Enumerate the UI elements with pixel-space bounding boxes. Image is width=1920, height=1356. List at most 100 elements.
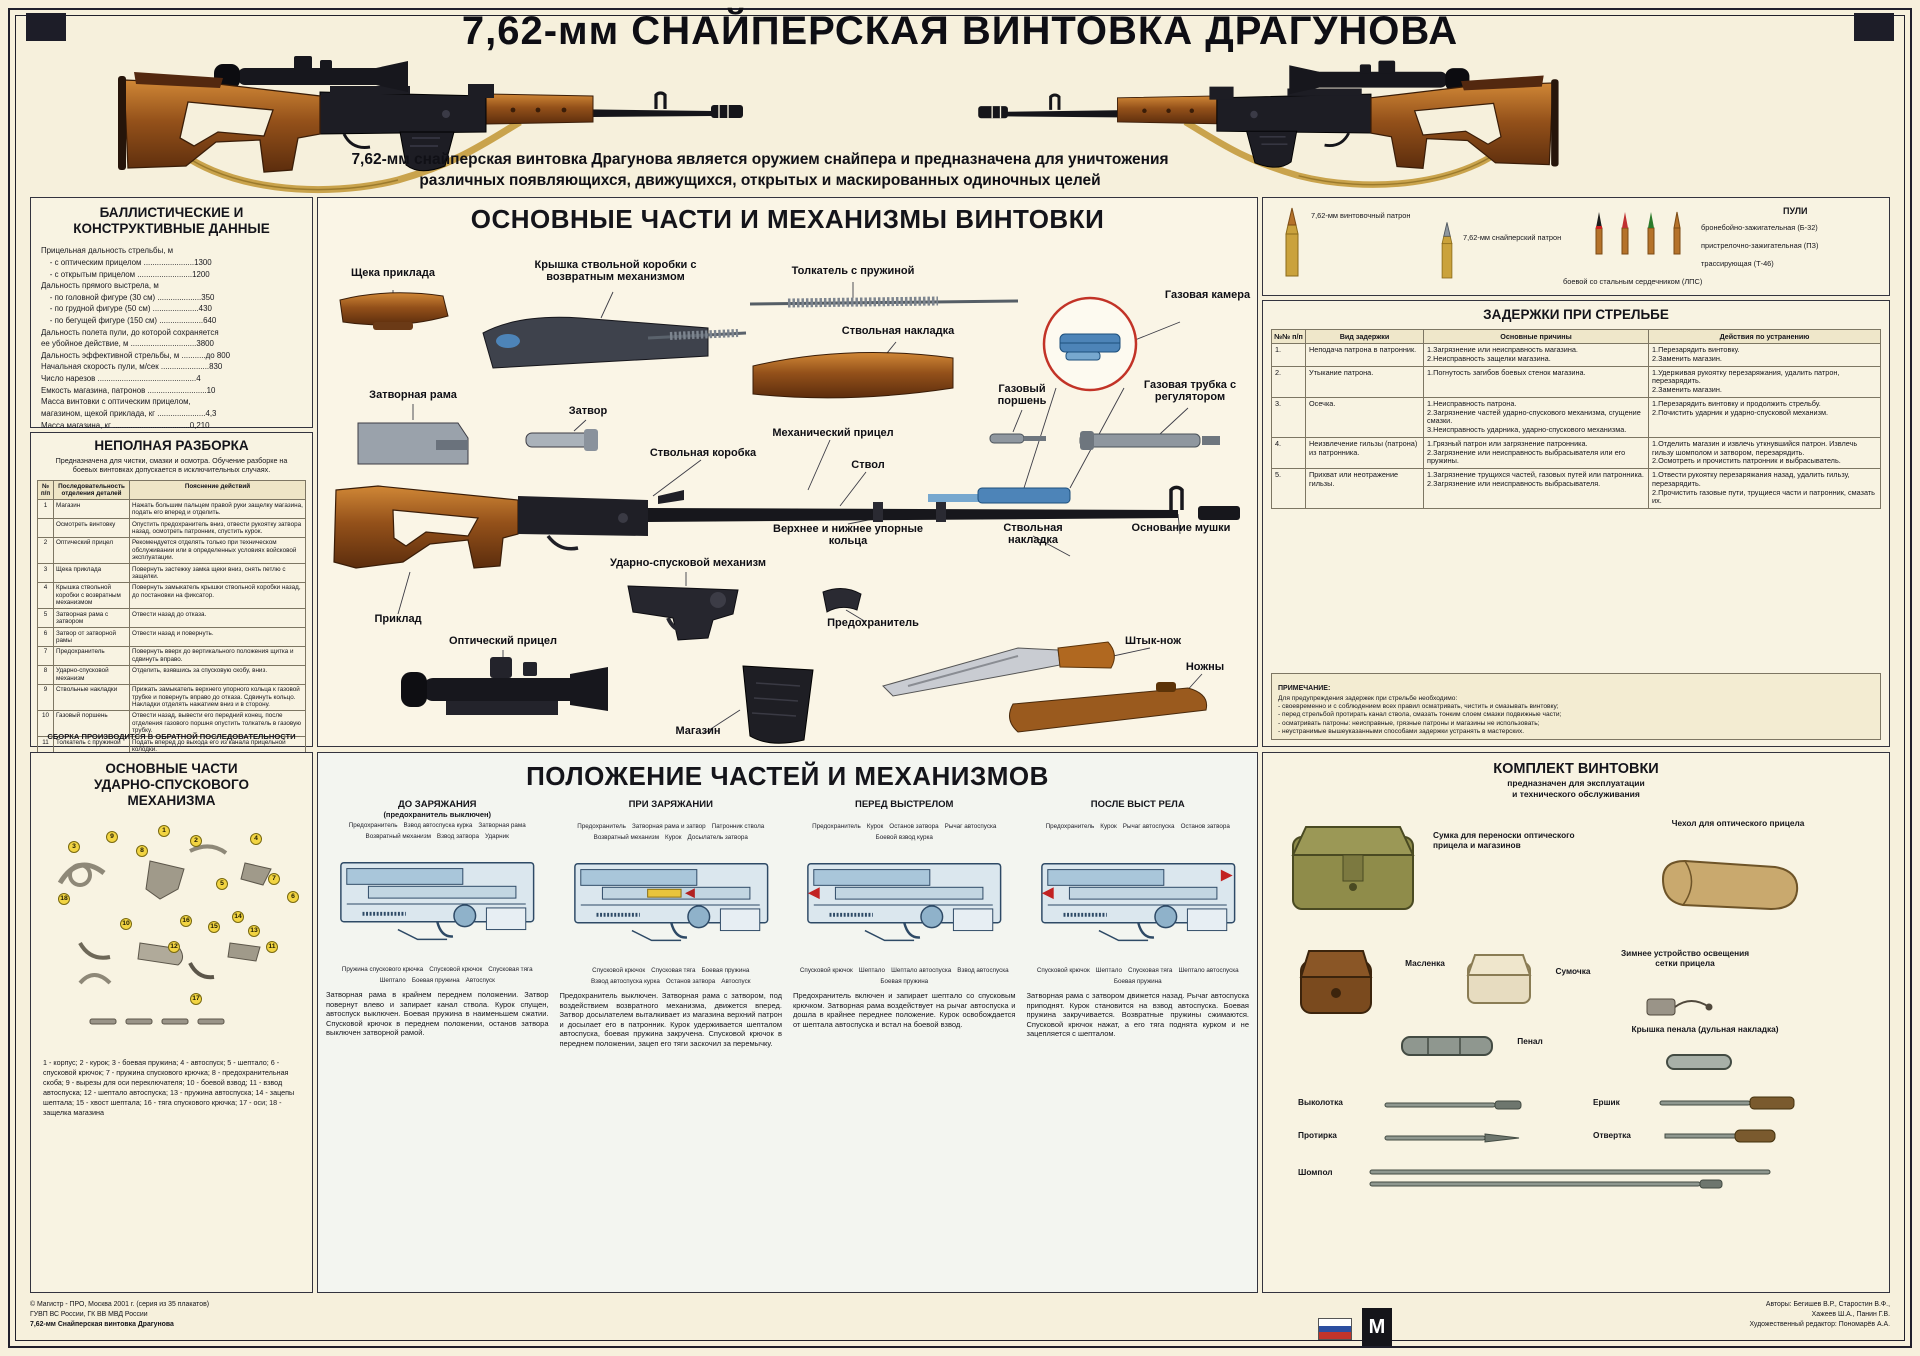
part-label: Спусковой крючок: [1036, 966, 1090, 974]
table-cell: 1.: [1271, 343, 1306, 367]
part-label: Досылатель затвора: [687, 833, 748, 841]
mechanism-diagram: [324, 845, 551, 963]
part-label: Спусковая тяга: [1128, 966, 1173, 974]
disassembly-title: НЕПОЛНАЯ РАЗБОРКА: [94, 438, 249, 453]
ballistics-line: Масса магазина, кг .....................…: [41, 420, 210, 430]
part-label: Шептало: [858, 966, 886, 974]
part-label: Автоспуск: [721, 977, 751, 985]
table-cell: 1.Удерживая рукоятку перезаряжания, удал…: [1648, 365, 1881, 398]
part-label-bolt: Затвор: [568, 405, 608, 417]
note-line: - осматривать патроны: неисправные, гряз…: [1278, 719, 1540, 727]
small-pouch-icon: [1466, 954, 1532, 1004]
table-cell: 5.: [1271, 468, 1306, 510]
part-label-pusher: Толкатель с пружиной: [791, 265, 915, 277]
table-cell: 9: [37, 683, 54, 711]
panel-title: ДО ЗАРЯЖАНИЯ: [397, 799, 477, 810]
table-cell: 3: [37, 563, 54, 583]
kit-subtitle-line1: предназначен для эксплуатации: [1507, 778, 1645, 789]
subtitle-line2: различных появляющихся, движущихся, откр…: [419, 171, 1101, 189]
table-cell: 1.Отделить магазин и извлечь уткнувшийся…: [1648, 436, 1881, 470]
trigger-legend: 1 - корпус; 2 - курок; 3 - боевая пружин…: [43, 1058, 295, 1117]
panel-labels-bottom: Спусковой крючок Шептало Спусковая тяга Шеп…: [1025, 966, 1252, 988]
mechanism-diagram: [558, 846, 785, 964]
table-cell: 1.Неисправность патрона. 2.Загрязнение ч…: [1423, 396, 1649, 438]
part-label: Спусковой крючок: [799, 966, 853, 974]
bullet4-label: боевой со стальным сердечником (ЛПС): [1563, 277, 1703, 286]
part-label: Предохранитель: [577, 822, 626, 830]
table-cell: Отвести назад до отказа.: [129, 608, 306, 629]
authors-line3: Художественный редактор: Пономарёв А.А.: [1749, 1321, 1890, 1328]
table-cell: Отвести назад и повернуть.: [129, 627, 306, 647]
table-cell: 6: [37, 627, 54, 647]
scope-cover-icon: [1661, 859, 1799, 911]
table-cell: Магазин: [53, 499, 130, 520]
part-label-magazine: Магазин: [675, 725, 721, 737]
part-label: Предохранитель: [348, 821, 398, 829]
table-header-row: №№ п/п Вид задержки Основные причины Дей…: [1271, 329, 1881, 345]
stoppages-table: №№ п/п Вид задержки Основные причины Дей…: [1271, 329, 1881, 510]
table-cell: 1.Отвести рукоятку перезаряжания назад, …: [1648, 468, 1881, 510]
panel-caption: Предохранитель выключен. Затворная рама …: [559, 991, 783, 1048]
table-cell: 1.Погнутость загибов боевых стенок магаз…: [1423, 365, 1649, 398]
exploded-parts-illustration: [333, 282, 1240, 744]
table-cell: Затворная рама с затвором: [53, 608, 130, 629]
trigger-title-line3: МЕХАНИЗМА: [127, 793, 216, 809]
table-cell: Предохранитель: [53, 645, 130, 666]
table-cell: 1.Перезарядить винтовку и продолжить стр…: [1648, 396, 1881, 438]
part-label: Взвод автоспуска курка: [590, 977, 660, 985]
col-header: Пояснение действий: [129, 480, 306, 501]
russian-flag-icon: [1318, 1318, 1352, 1340]
table-cell: Ударно-спусковой механизм: [53, 664, 130, 685]
main-parts-panel: ОСНОВНЫЕ ЧАСТИ И МЕХАНИЗМЫ ВИНТОВКИ: [317, 197, 1258, 747]
footer-line2: ГУВП ВС России, ГК ВВ МВД России: [30, 1311, 148, 1318]
kit-item-rod-label: Шомпол: [1298, 1167, 1333, 1177]
part-label: Шептало: [1095, 966, 1123, 974]
authors-line2: Хажеев Ш.А., Панин Г.В.: [1811, 1311, 1890, 1318]
part-number-badge: 12: [168, 941, 180, 953]
panel-title: ПЕРЕД ВЫСТРЕЛОМ: [855, 799, 954, 810]
part-label: Курок: [1100, 822, 1117, 830]
part-label: Курок: [866, 822, 884, 830]
table-cell: Газовый поршень: [53, 709, 130, 738]
authors-line1: Авторы: Бегишев В.Р., Старостин В.Ф.,: [1765, 1301, 1890, 1308]
col-header: Последовательность отделения деталей: [53, 480, 130, 501]
part-label: Боевая пружина: [1113, 977, 1162, 985]
panel-title: ПОСЛЕ ВЫСТ РЕЛА: [1090, 799, 1185, 810]
part-label: Останов затвора: [1180, 822, 1230, 830]
footer-line3: 7,62-мм Снайперская винтовка Драгунова: [30, 1321, 174, 1328]
positions-panel: ПОЛОЖЕНИЕ ЧАСТЕЙ И МЕХАНИЗМОВ ДО ЗАРЯЖАН…: [317, 752, 1258, 1293]
table-cell: 3.: [1271, 396, 1306, 438]
part-label: Шептало автоспуска: [1178, 966, 1239, 974]
disassembly-intro: Предназначена для чистки, смазки и осмот…: [55, 456, 288, 475]
part-label: Затворная рама: [478, 821, 526, 829]
part-label-safety: Предохранитель: [827, 617, 919, 629]
part-label: Боевой взвод курка: [875, 833, 933, 841]
footer-publisher: © Магистр - ПРО, Москва 2001 г. (серия и…: [30, 1300, 450, 1330]
table-cell: 4: [37, 581, 54, 610]
kit-item-pencil-case-label: Пенал: [1517, 1036, 1543, 1046]
stoppages-title: ЗАДЕРЖКИ ПРИ СТРЕЛЬБЕ: [1483, 307, 1669, 322]
part-label: Предохранитель: [1045, 822, 1095, 830]
part-label: Затворная рама и затвор: [631, 822, 706, 830]
kit-panel: КОМПЛЕКТ ВИНТОВКИ предназначен для экспл…: [1262, 752, 1890, 1293]
trigger-diagram: 1 2 3 4 5 6 7 8 9 10 11 12 13 14 15 16 1…: [40, 823, 305, 1048]
note-line: Для предупреждения задержек при стрельбе…: [1278, 694, 1458, 702]
table-cell: 1.Загрязнение трущихся частей, газовых п…: [1423, 468, 1649, 510]
part-number-badge: 13: [248, 925, 260, 937]
trigger-title-line1: ОСНОВНЫЕ ЧАСТИ: [105, 761, 238, 776]
kit-item-brush-label: Ершик: [1593, 1097, 1620, 1107]
ballistics-title-line1: БАЛЛИСТИЧЕСКИЕ И: [99, 205, 244, 220]
part-number-badge: 9: [106, 831, 118, 843]
table-cell: Повернуть замыкатель крышки ствольной ко…: [129, 581, 306, 610]
note-lines: Для предупреждения задержек при стрельбе…: [1278, 695, 1874, 736]
table-cell: Повернуть застежку замка щеки вниз, снят…: [129, 563, 306, 583]
trigger-title-line2: УДАРНО-СПУСКОВОГО: [93, 777, 250, 793]
bullets-title: ПУЛИ: [1783, 206, 1808, 216]
